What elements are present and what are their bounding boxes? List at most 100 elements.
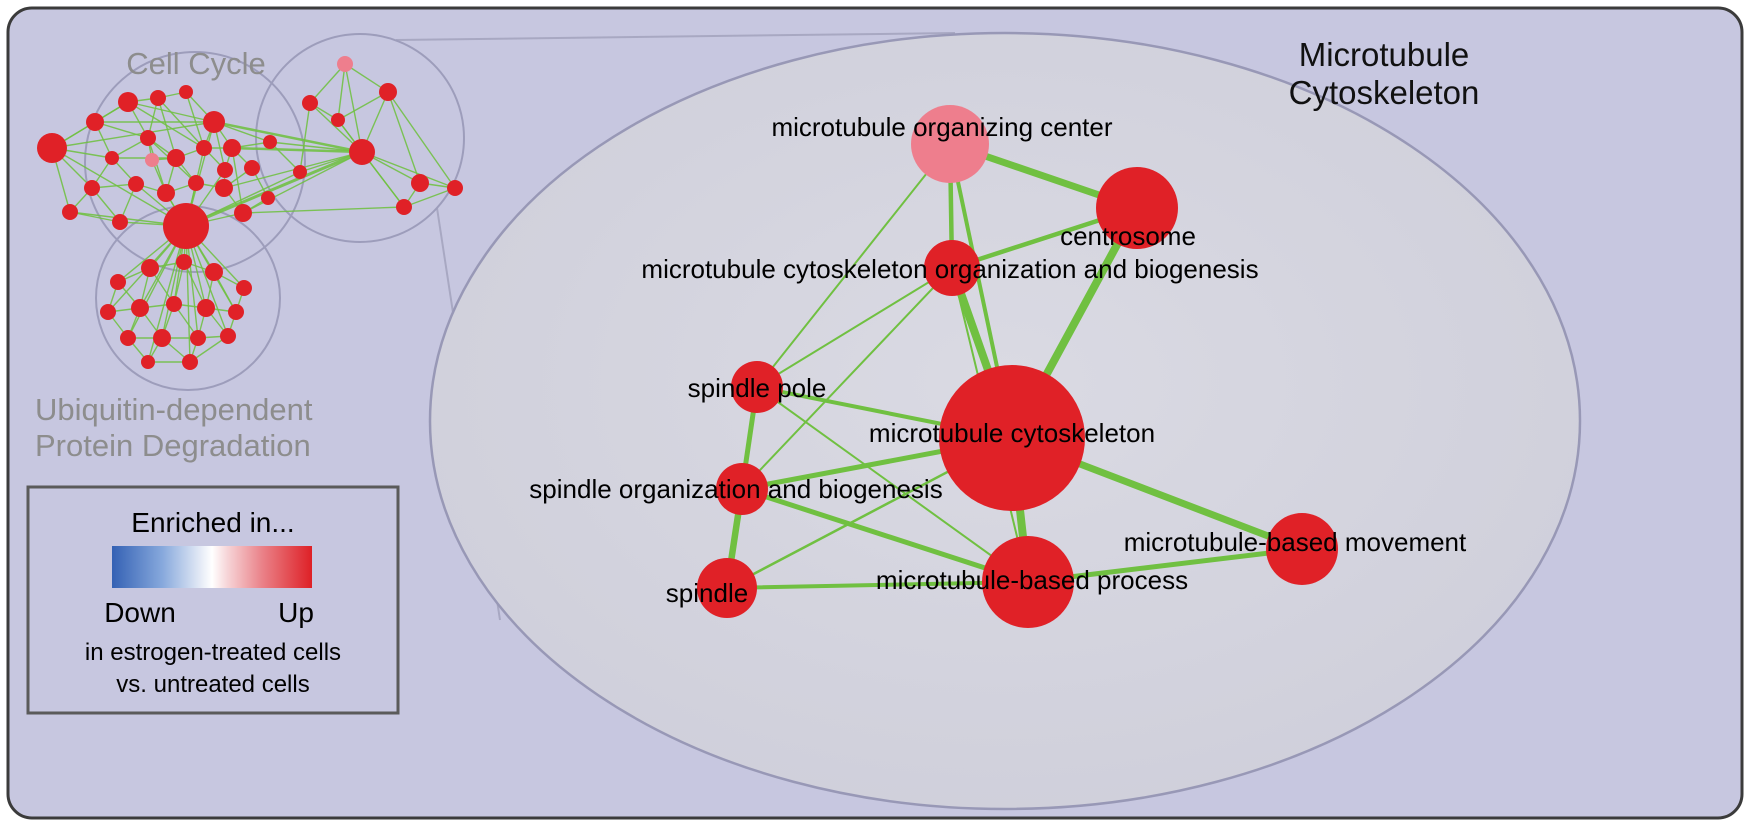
mini-edge-36 [147,137,167,194]
mini-edge-80 [387,91,456,189]
cluster-circle-cell-cycle [84,51,306,273]
mini-node-10 [167,149,185,167]
mini-node-23 [217,162,233,178]
zoom-node-mbp [982,536,1074,628]
mini-node-17 [244,160,260,176]
ubiquitin-label-line2: Protein Degradation [35,428,311,463]
zoom-node-moc [911,105,989,183]
mini-node-20 [163,203,209,249]
zoom-edge-mcob-spole [756,267,953,388]
zoom-node-label-spindle: spindle [666,578,748,608]
mini-node-0 [37,133,67,163]
mini-node-6 [179,85,193,99]
ubiquitin-label-line1: Ubiquitin-dependent [35,392,313,427]
zoom-node-label-sob: spindle organization and biogenesis [529,474,942,504]
zoom-node-label-spole: spindle pole [688,373,827,403]
mini-edge-93 [269,141,301,173]
mini-node-43 [228,304,244,320]
mini-node-8 [140,130,156,146]
mini-edge-85 [361,151,456,189]
zoom-node-label-mbm: microtubule-based movement [1124,527,1467,557]
mini-node-27 [349,139,375,165]
zoom-node-label-mcsk: microtubule cytoskeleton [869,418,1155,448]
zoom-node-label-mbp: microtubule-based process [876,565,1188,595]
mini-node-28 [411,174,429,192]
mini-edge-27 [185,91,205,149]
mini-node-4 [118,92,138,112]
connector-line-0 [395,32,956,41]
mini-node-12 [223,139,241,157]
mini-node-3 [84,180,100,196]
zoom-network: microtubule organizing centercentrosomem… [428,31,1582,811]
legend-subtitle-line2: vs. untreated cells [116,671,309,698]
zoom-node-mcsk [939,365,1085,511]
mini-node-11 [196,140,212,156]
zoom-edge-mbp-spindle [725,580,1030,590]
mini-edge-92 [403,187,456,208]
mini-edge-58 [223,151,363,189]
mini-node-18 [62,204,78,220]
legend-subtitle-line1: in estrogen-treated cells [85,639,341,666]
mini-edge-24 [157,97,205,149]
zoom-edge-mcob-sob [741,267,953,490]
mini-node-15 [188,175,204,191]
mini-node-26 [302,95,318,111]
mini-edge-76 [337,63,346,121]
mini-node-25 [379,83,397,101]
mini-node-13 [128,176,144,192]
mini-edge-79 [337,91,389,121]
zoom-node-spindle [697,558,757,618]
legend-box [26,485,400,715]
mini-edge-8 [94,121,149,139]
mini-edge-3 [51,121,215,149]
legend-title: Enriched in... [131,507,294,538]
mini-node-29 [447,180,463,196]
mini-edge-78 [387,91,421,184]
microtubule-title-line1: Microtubule [1299,36,1470,73]
mini-edge-88 [269,141,363,153]
mini-node-21 [234,204,252,222]
mini-node-33 [331,113,345,127]
mini-node-48 [141,355,155,369]
mini-edge-74 [309,63,346,104]
zoom-node-label-mcob: microtubule cytoskeleton organization an… [641,254,1258,284]
mini-node-14 [157,184,175,202]
mini-edge-4 [51,147,187,227]
mini-node-19 [112,214,128,230]
mini-node-22 [261,191,275,205]
mini-node-1 [86,113,104,131]
legend-up-label: Up [278,597,314,628]
mini-node-44 [120,330,136,346]
mini-node-47 [220,328,236,344]
mini-edge-72 [242,206,405,214]
mini-node-37 [205,263,223,281]
mini-node-38 [236,280,252,296]
mini-node-32 [263,135,277,149]
zoom-edge-moc-spole [756,143,951,388]
zoom-node-label-moc: microtubule organizing center [771,112,1112,142]
legend: Enriched in... Down Up in estrogen-treat… [26,485,400,715]
mini-node-35 [141,259,159,277]
zoom-node-label-centrosome: centrosome [1060,221,1196,251]
zoom-node-mcob [924,240,980,296]
cell-cycle-label: Cell Cycle [126,46,266,81]
mini-node-49 [182,354,198,370]
zoom-edge-sob-mbp [739,486,1031,585]
mini-node-39 [100,304,116,320]
mini-edge-25 [157,97,177,159]
mini-node-7 [203,111,225,133]
mini-node-24 [337,56,353,72]
mini-edge-71 [242,151,363,214]
mini-edge-68 [185,150,363,228]
mini-node-2 [105,151,119,165]
mini-node-30 [396,199,412,215]
zoom-node-spole [731,361,783,413]
zoom-node-mbm [1266,513,1338,585]
zoom-edge-spole-mbp [756,386,1029,583]
cluster-circle-microtubule [255,33,465,243]
mini-node-9 [145,153,159,167]
zoom-node-centrosome [1096,167,1178,249]
mini-node-40 [131,299,149,317]
legend-gradient-bar [112,546,312,588]
